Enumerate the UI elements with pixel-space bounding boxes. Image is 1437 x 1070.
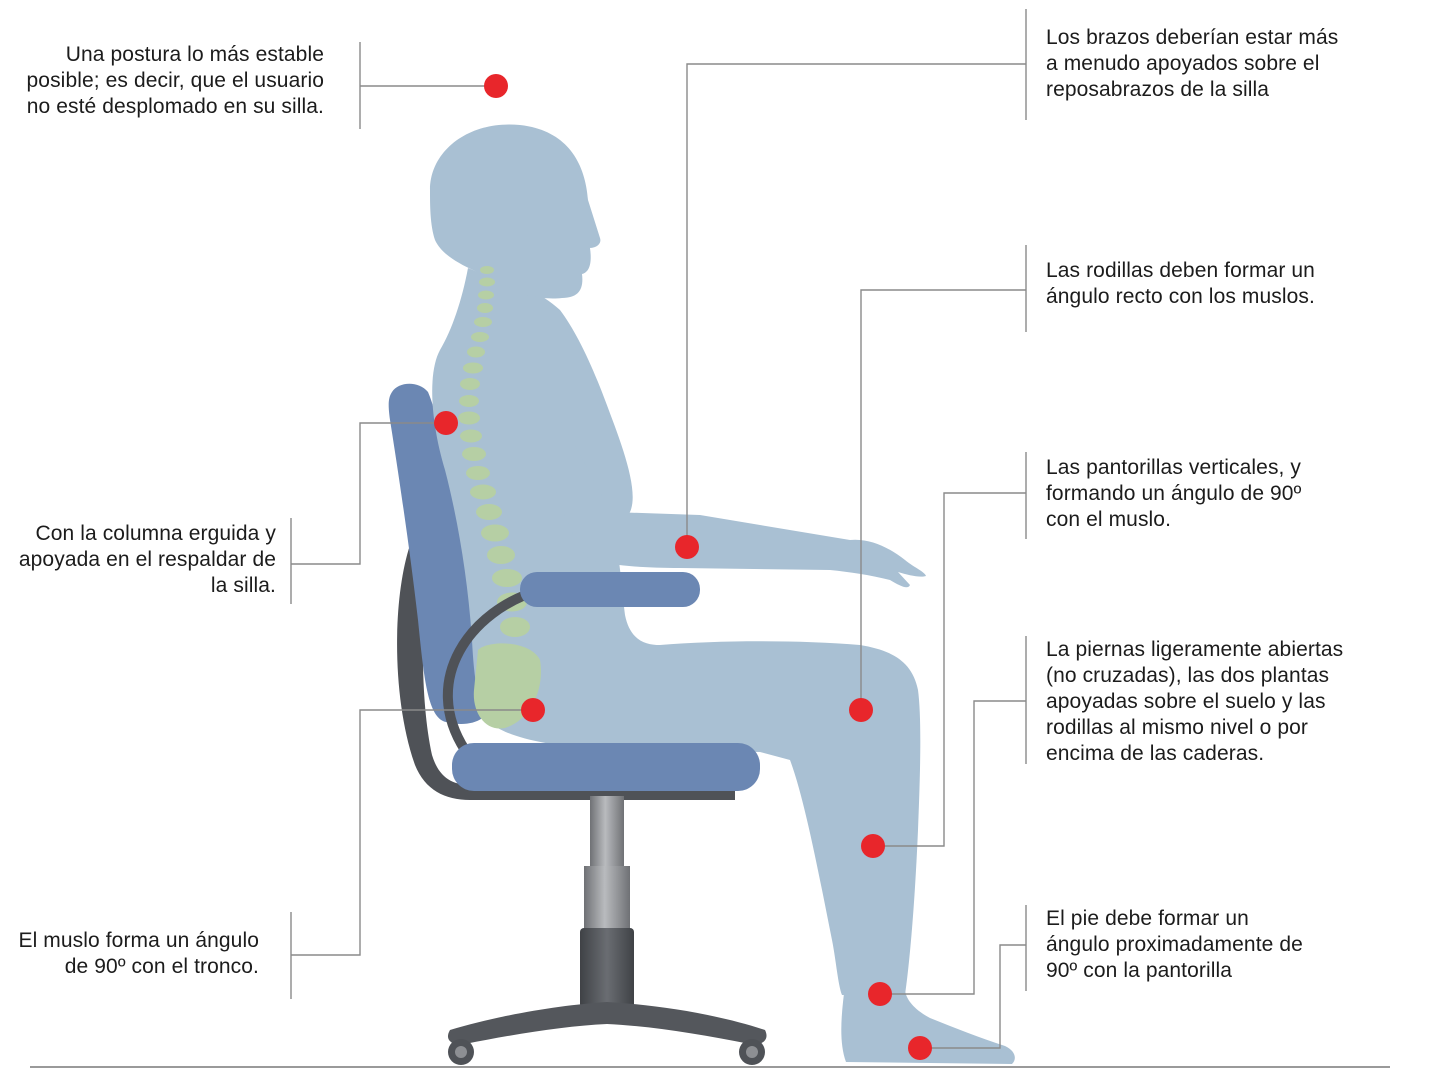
label-back-support: Con la columna erguida y apoyada en el r… [18, 522, 276, 597]
marker-calf [861, 834, 885, 858]
armrest [520, 572, 700, 607]
marker-arm [675, 535, 699, 559]
head [430, 124, 601, 299]
office-chair-front-layer [442, 572, 767, 1065]
chair-cylinder-lower [584, 866, 630, 932]
marker-back [434, 411, 458, 435]
chair-seat [452, 743, 760, 791]
label-legs: La piernas ligeramente abiertas (no cruz… [1046, 638, 1344, 765]
label-knees: Las rodillas deben formar un ángulo rect… [1046, 259, 1315, 308]
chair-base-legs [447, 1002, 767, 1045]
marker-hip [521, 698, 545, 722]
marker-foot [908, 1036, 932, 1060]
label-head-posture: Una postura lo más estable posible; es d… [26, 43, 324, 118]
label-foot: El pie debe formar un ángulo proximadame… [1046, 907, 1303, 982]
label-arms: Los brazos deberían estar más a menudo a… [1046, 26, 1339, 101]
markers [434, 74, 932, 1060]
arm [540, 420, 926, 588]
label-thigh-angle: El muslo forma un ángulo de 90º con el t… [18, 929, 259, 978]
chair-base-hub [580, 928, 634, 1008]
marker-ankle [868, 982, 892, 1006]
label-calves: Las pantorillas verticales, y formando u… [1046, 456, 1302, 531]
marker-head [484, 74, 508, 98]
chair-frame [397, 545, 735, 800]
leader-lines [290, 9, 1027, 1049]
marker-knee [849, 698, 873, 722]
chair-cylinder-upper [590, 796, 624, 866]
spine [458, 266, 541, 729]
armrest-support [442, 585, 545, 755]
